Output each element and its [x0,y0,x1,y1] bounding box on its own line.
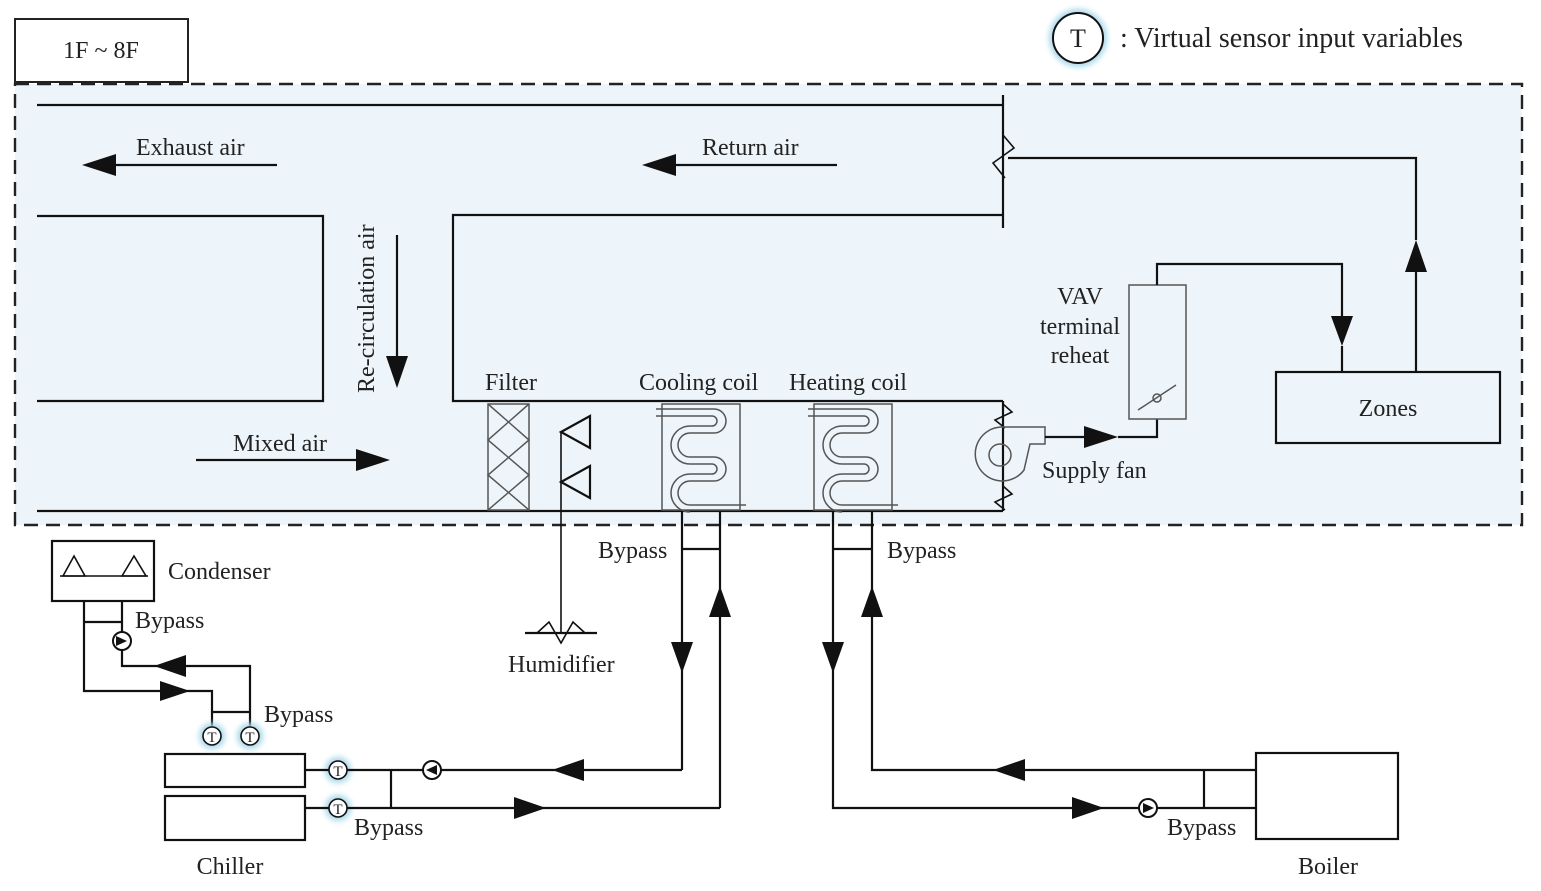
recirculation-air-arrow [386,235,408,388]
sensor-chilled-water-return: T [325,757,351,783]
sensor-chilled-water-supply: T [325,795,351,821]
chiller-bottom-bypass-label: Bypass [354,815,423,841]
hot-water-piping [822,511,1256,819]
heating-coil-icon [808,403,898,513]
return-air-label: Return air [702,135,799,161]
zones-return-arrow [1008,156,1427,372]
supply-damper-top-icon [993,403,1014,429]
supply-damper-bottom-icon [993,485,1014,511]
chilled-water-piping [305,511,731,819]
boiler-box [1254,751,1400,841]
humidifier-label: Humidifier [508,652,615,678]
supply-fan-label: Supply fan [1042,458,1147,484]
supply-to-vav-arrow [1045,419,1159,448]
supply-fan-icon [974,426,1046,482]
hot-water-pump-icon [1138,798,1158,818]
mixed-air-label: Mixed air [233,431,327,457]
mixed-air-arrow [196,449,390,471]
condenser-pump-icon [112,631,132,651]
chiller-label: Chiller [197,854,264,880]
legend-text: : Virtual sensor input variables [1120,23,1463,54]
sensor-condenser-supply: T [199,723,225,749]
boiler-bypass-label: Bypass [1167,815,1236,841]
filter-label: Filter [485,370,537,396]
condenser-bypass-label: Bypass [135,608,204,634]
vav-label-line3: reheat [1051,343,1110,369]
chiller-box [163,752,307,842]
floor-label: 1F ~ 8F [63,38,139,64]
ductwork [37,95,1005,513]
zones-box: Zones [1274,370,1502,445]
heating-coil-bypass-label: Bypass [887,538,956,564]
return-damper-icon [991,134,1016,179]
svg-text:T: T [207,730,216,746]
recirculation-air-label: Re-circulation air [354,224,380,393]
legend-sensor-icon [1052,12,1104,64]
filter-icon [486,403,531,511]
condenser-label: Condenser [168,559,271,585]
cooling-coil-label: Cooling coil [639,370,759,396]
legend-symbol: T [1070,24,1086,53]
chilled-water-pump-icon [422,760,442,780]
cooling-coil-icon [656,403,746,513]
chiller-top-bypass-label: Bypass [264,702,333,728]
svg-text:T: T [333,764,342,780]
svg-text:T: T [245,730,254,746]
condenser-box [50,539,156,603]
floor-tab: 1F ~ 8F [14,18,189,83]
exhaust-air-label: Exhaust air [136,135,245,161]
heating-coil-label: Heating coil [789,370,907,396]
zones-label: Zones [1359,396,1418,422]
return-air-arrow [642,154,837,176]
vav-label-line2: terminal [1040,314,1120,340]
humidifier-nozzles-icon [558,414,592,633]
humidifier-icon [525,620,597,645]
vav-to-zones-arrow [1155,262,1353,372]
exhaust-air-arrow [82,154,277,176]
cooling-coil-bypass-label: Bypass [598,538,667,564]
svg-text:T: T [333,802,342,818]
vav-label-line1: VAV [1057,284,1103,310]
sensor-condenser-return: T [237,723,263,749]
boiler-label: Boiler [1298,854,1358,880]
legend: T : Virtual sensor input variables [1049,9,1463,67]
